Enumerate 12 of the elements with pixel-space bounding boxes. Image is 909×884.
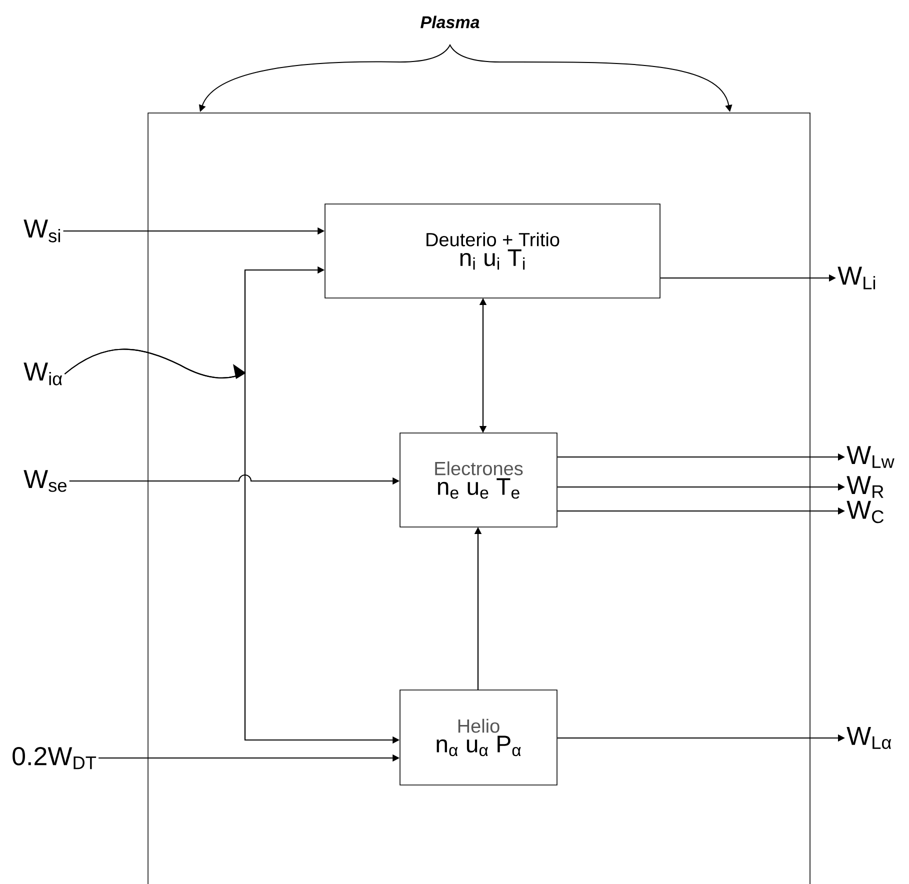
flow-label: W$_{se}$ xyxy=(24,470,66,492)
process-box: Deuterio + Tritio n$_{i}$ u$_{i}$ T$_{i}$ xyxy=(324,204,660,298)
flow-label: W$_{C}$ xyxy=(846,500,884,524)
flow-label: W$_{iα}$ xyxy=(24,362,62,386)
flow-label: 0.2W$_{DT}$ xyxy=(12,746,96,770)
process-box: Helio n$_{α}$ u$_{α}$ P$_{α}$ xyxy=(400,690,558,786)
flow-label: W$_{R}$ xyxy=(846,476,884,498)
flow-label: W$_{Lα}$ xyxy=(846,727,892,750)
flow-label: W$_{Li}$ xyxy=(838,266,876,290)
process-box: Electrones n$_{e}$ u$_{e}$ T$_{e}$ xyxy=(400,432,558,528)
flow-label: W$_{Lw}$ xyxy=(846,446,894,468)
flow-label: W$_{si}$ xyxy=(24,220,60,242)
